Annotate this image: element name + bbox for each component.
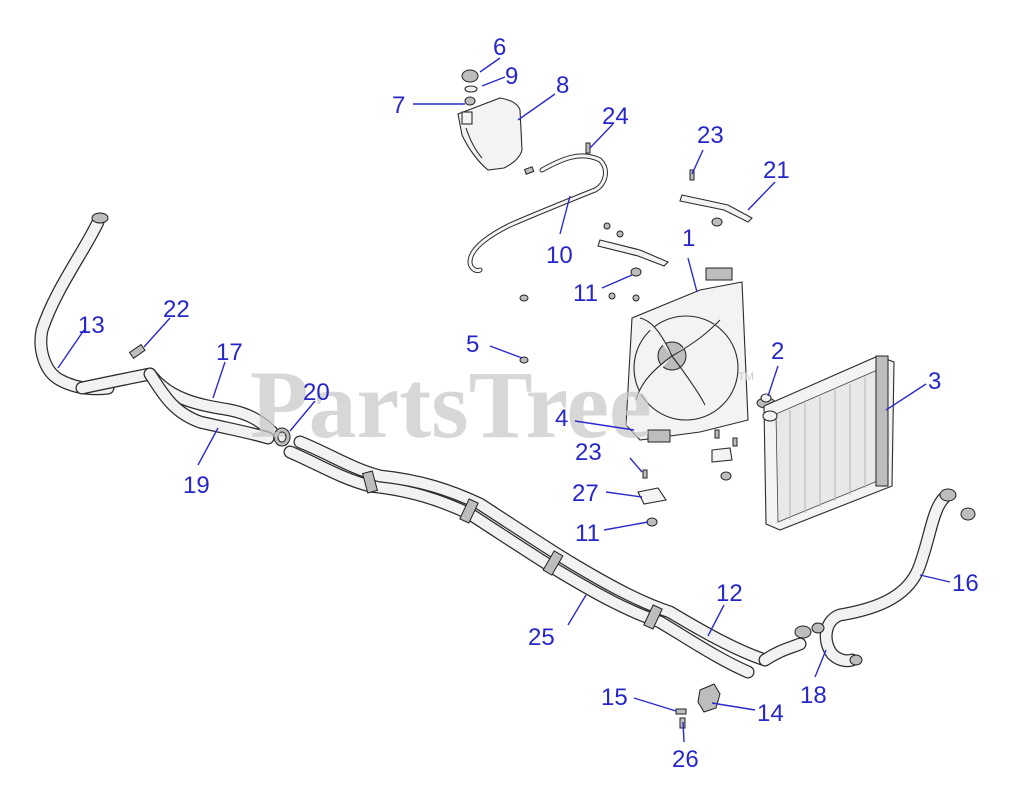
callout-8[interactable]: 8 (556, 72, 569, 99)
callout-14[interactable]: 14 (757, 700, 784, 727)
callout-11a[interactable]: 11 (573, 280, 598, 307)
callout-23b[interactable]: 23 (575, 439, 602, 466)
callout-16[interactable]: 16 (952, 570, 979, 597)
leader-lines (57, 57, 951, 743)
callout-labels: 1 2 3 4 5 6 7 8 9 10 11 11 12 13 14 15 1… (78, 34, 979, 773)
callout-4[interactable]: 4 (555, 405, 568, 432)
part-14-bracket[interactable] (675, 683, 721, 729)
part-2-mounts[interactable] (637, 393, 776, 527)
callout-10[interactable]: 10 (546, 242, 573, 269)
part-20-clamp[interactable] (273, 427, 291, 447)
part-16-18-hoses[interactable] (794, 488, 976, 668)
part-17-19-hoses[interactable] (75, 367, 279, 445)
parts-layer (34, 69, 976, 729)
callout-20[interactable]: 20 (303, 379, 330, 406)
watermark-tm: TM (738, 371, 754, 383)
part-21-bracket[interactable] (679, 169, 753, 227)
callout-12[interactable]: 12 (716, 580, 743, 607)
part-13-hose[interactable] (34, 212, 115, 396)
part-8-reservoir[interactable] (457, 69, 535, 175)
part-3-radiator[interactable] (762, 355, 895, 531)
callout-19[interactable]: 19 (183, 472, 210, 499)
callout-7[interactable]: 7 (392, 92, 405, 119)
callout-24[interactable]: 24 (602, 103, 629, 130)
callout-9[interactable]: 9 (505, 63, 518, 90)
callout-25[interactable]: 25 (528, 624, 555, 651)
part-22-fitting[interactable] (128, 343, 146, 359)
callout-27[interactable]: 27 (572, 480, 599, 507)
callout-17[interactable]: 17 (216, 339, 243, 366)
watermark: PartsTree TM (250, 351, 754, 458)
callout-3[interactable]: 3 (928, 368, 941, 395)
callout-26[interactable]: 26 (672, 746, 699, 773)
callout-23a[interactable]: 23 (697, 122, 724, 149)
callout-22[interactable]: 22 (163, 296, 190, 323)
part-11-hardware[interactable] (519, 222, 669, 364)
callout-13[interactable]: 13 (78, 312, 105, 339)
part-25-tube-assembly[interactable] (283, 435, 807, 679)
part-1-fan-shroud[interactable] (625, 267, 749, 443)
callout-2[interactable]: 2 (771, 338, 784, 365)
callout-18[interactable]: 18 (800, 682, 827, 709)
callout-1[interactable]: 1 (682, 225, 695, 252)
watermark-text: PartsTree (250, 351, 652, 458)
callout-5[interactable]: 5 (466, 331, 479, 358)
callout-6[interactable]: 6 (493, 34, 506, 61)
callout-21[interactable]: 21 (763, 157, 790, 184)
callout-11b[interactable]: 11 (575, 520, 600, 547)
callout-15[interactable]: 15 (601, 684, 628, 711)
